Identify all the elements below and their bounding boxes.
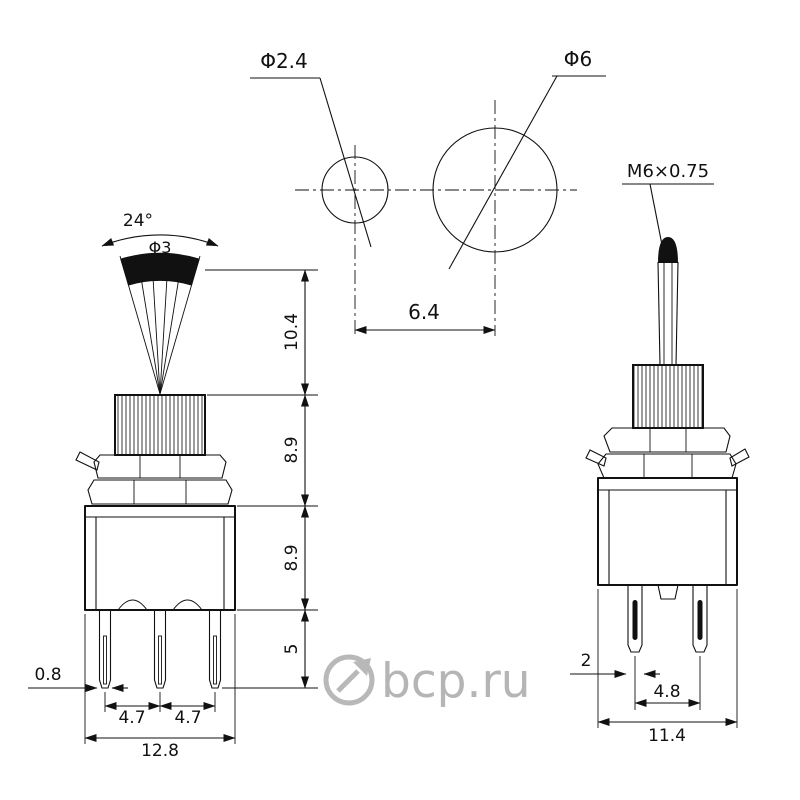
center-distance-dimension: 6.4 — [354, 300, 496, 334]
watermark: bcp.ru — [323, 654, 531, 709]
dim-total-width: 12.8 — [141, 741, 179, 761]
side-total-width-dimension: 11.4 — [597, 589, 738, 746]
pin-slot — [697, 600, 703, 640]
angle-label: 24° — [123, 211, 153, 231]
side-washer-tab-left — [585, 449, 607, 467]
front-height-dimensions: 10.4 8.9 8.9 5 — [205, 269, 318, 689]
thread-spec-label: M6×0.75 — [627, 161, 709, 182]
pin-slot — [632, 600, 638, 640]
side-body — [597, 477, 738, 600]
side-washer-tab-right — [729, 448, 750, 467]
watermark-logo-icon — [323, 654, 375, 706]
front-bushing — [114, 394, 206, 456]
lock-washer-tab — [75, 451, 100, 471]
dim-pin-pitch: 4.8 — [653, 682, 680, 702]
watermark-text: bcp.ru — [381, 654, 531, 709]
angle-dimension-arc — [101, 234, 219, 247]
front-body — [84, 505, 236, 611]
dim-pin-pitch-right: 4.7 — [174, 708, 201, 728]
small-hole-diameter-label: Φ2.4 — [260, 49, 308, 73]
side-lever-tip — [658, 237, 678, 263]
side-bushing — [632, 364, 704, 429]
lever-throw-fan — [119, 252, 201, 395]
large-hole-diameter-label: Φ6 — [564, 47, 592, 71]
front-width-dimensions: 4.7 4.7 12.8 — [84, 614, 236, 761]
side-lever — [657, 237, 679, 366]
side-mounting-lug — [657, 584, 679, 600]
dim-pin-pitch-left: 4.7 — [118, 708, 145, 728]
front-view: 24° Φ3 — [28, 211, 318, 761]
side-pins — [627, 585, 708, 653]
lever-diameter-label: Φ3 — [149, 238, 172, 257]
dim-body-height: 8.9 — [282, 544, 302, 571]
dim-pin-length: 5 — [282, 644, 302, 655]
top-view: Φ2.4 Φ6 6.4 — [250, 47, 606, 336]
side-pin-pitch-dimension: 4.8 — [634, 656, 701, 710]
dim-lever-height: 10.4 — [282, 313, 302, 351]
dim-bushing-height: 8.9 — [282, 436, 302, 463]
dim-center-distance: 6.4 — [408, 300, 440, 324]
front-pin-thickness-dimension: 0.8 — [28, 665, 128, 692]
front-pins — [98, 610, 222, 689]
dim-pin-width: 2 — [581, 651, 592, 671]
dim-pin-thickness: 0.8 — [34, 665, 61, 685]
side-view: M6×0.75 — [570, 161, 750, 746]
front-nuts — [75, 451, 233, 505]
side-nuts — [585, 427, 750, 479]
lever-tip-band — [120, 252, 200, 286]
side-pin-width-dimension: 2 — [570, 651, 660, 678]
dim-total-width-side: 11.4 — [648, 726, 686, 746]
